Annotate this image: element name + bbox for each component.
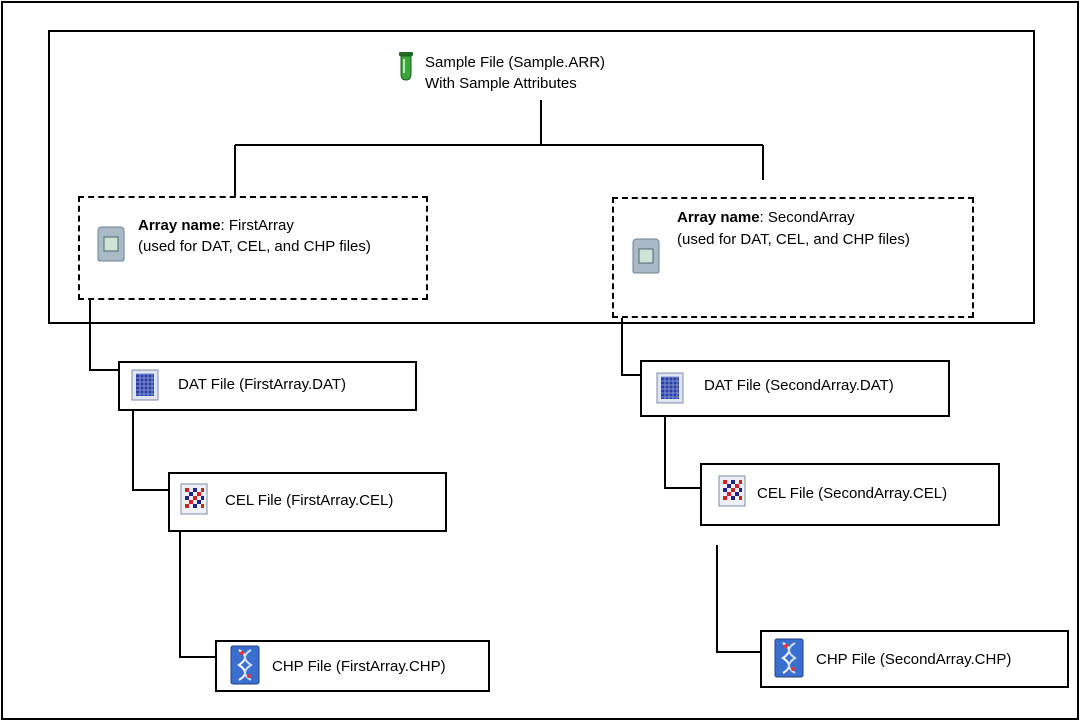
first-chp-label: CHP File (FirstArray.CHP)	[272, 658, 446, 675]
second-array-name: Array name: SecondArray	[677, 209, 855, 226]
second-dat-file-box	[640, 360, 950, 417]
second-dat-label: DAT File (SecondArray.DAT)	[704, 377, 894, 394]
array-chip-icon	[97, 226, 125, 262]
sample-container	[48, 30, 1035, 324]
second-array-box	[612, 197, 974, 318]
first-chp-file-box	[215, 640, 490, 692]
connector-second-dat-cel	[664, 417, 700, 489]
sample-attributes-label: With Sample Attributes	[425, 75, 577, 92]
second-chp-file-box	[760, 630, 1069, 688]
cel-file-icon	[718, 475, 746, 507]
second-array-usage: (used for DAT, CEL, and CHP files)	[677, 231, 910, 248]
first-dat-label: DAT File (FirstArray.DAT)	[178, 376, 347, 393]
first-array-usage: (used for DAT, CEL, and CHP files)	[138, 238, 371, 255]
array-chip-icon	[632, 238, 660, 274]
second-cel-file-box	[700, 463, 1000, 526]
connector-second-array-dat	[621, 317, 642, 376]
second-cel-label: CEL File (SecondArray.CEL)	[757, 485, 948, 502]
first-cel-label: CEL File (FirstArray.CEL)	[225, 492, 394, 509]
connector-first-dat-cel	[132, 410, 168, 491]
connector-first-cel-chp	[179, 530, 215, 658]
cel-file-icon	[180, 483, 208, 515]
test-tube-icon	[399, 52, 413, 81]
connector-second-cel-chp	[716, 545, 760, 653]
dat-file-icon	[656, 372, 684, 404]
second-chp-label: CHP File (SecondArray.CHP)	[816, 651, 1012, 668]
first-dat-file-box	[118, 361, 417, 411]
dat-file-icon	[131, 369, 159, 401]
first-cel-file-box	[168, 472, 447, 532]
first-array-name: Array name: FirstArray	[138, 217, 294, 234]
chp-file-icon	[774, 638, 804, 678]
first-array-box	[78, 196, 428, 300]
chp-file-icon	[230, 645, 260, 685]
sample-file-label: Sample File (Sample.ARR)	[425, 54, 606, 71]
